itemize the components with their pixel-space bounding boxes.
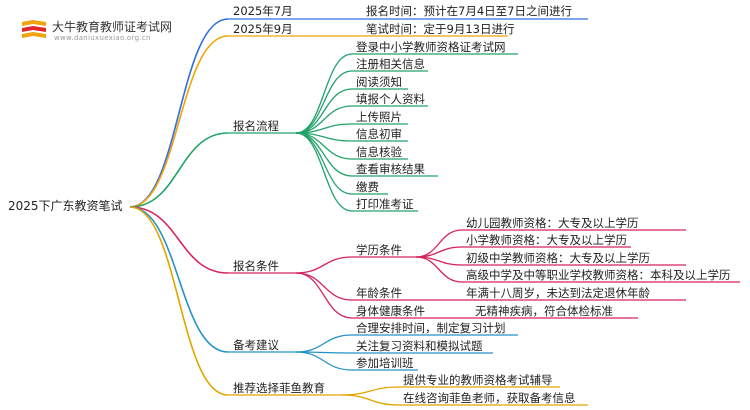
process-step: 打印准考证 bbox=[356, 197, 414, 211]
process-step: 信息核验 bbox=[356, 145, 402, 159]
logo-title: 大牛教育教师证考试网 bbox=[52, 20, 173, 34]
registration-detail: 报名时间：预计在7月4日至7日之间进行 bbox=[366, 4, 572, 18]
advice-item: 合理安排时间，制定复习计划 bbox=[356, 321, 506, 335]
book-stack-icon bbox=[22, 20, 46, 38]
connector-recommend-item bbox=[341, 386, 400, 396]
advice-item: 参加培训班 bbox=[356, 356, 414, 370]
connector-advice-item bbox=[295, 351, 353, 371]
connector-advice bbox=[129, 206, 229, 353]
connector-recommend bbox=[129, 206, 229, 396]
connector-process-step bbox=[295, 132, 353, 212]
process-step: 信息初审 bbox=[356, 127, 402, 141]
age-detail: 年满十八周岁，未达到法定退休年龄 bbox=[466, 286, 650, 300]
process-step: 查看审核结果 bbox=[356, 162, 425, 176]
connector-exam bbox=[129, 35, 229, 208]
connector-education-item bbox=[415, 229, 463, 258]
connector-conditions bbox=[129, 206, 229, 274]
health-detail: 无精神疾病，符合体检标准 bbox=[475, 304, 613, 318]
health-label: 身体健康条件 bbox=[356, 304, 425, 318]
process-step: 登录中小学教师资格证考试网 bbox=[356, 40, 506, 54]
process-step: 填报个人资料 bbox=[356, 92, 425, 106]
connector-recommend-item bbox=[341, 394, 400, 406]
advice-label: 备考建议 bbox=[233, 338, 279, 352]
connector-process-step bbox=[295, 70, 353, 134]
registration-date: 2025年7月 bbox=[233, 4, 293, 18]
process-step: 缴费 bbox=[356, 180, 379, 194]
exam-date: 2025年9月 bbox=[233, 22, 293, 36]
connector-process-step bbox=[295, 132, 353, 177]
connector-advice-item bbox=[295, 334, 353, 353]
connector-process-step bbox=[295, 88, 353, 134]
connector-registration bbox=[129, 18, 229, 208]
conditions-label: 报名条件 bbox=[233, 259, 279, 273]
connector-process bbox=[129, 132, 229, 208]
exam-detail: 笔试时间：定于9月13日进行 bbox=[366, 22, 515, 36]
recommend-item: 提供专业的教师资格考试辅导 bbox=[403, 373, 553, 387]
education-item: 初级中学教师资格：大专及以上学历 bbox=[466, 251, 650, 265]
education-item: 小学教师资格：大专及以上学历 bbox=[466, 233, 627, 247]
connector-health bbox=[295, 272, 353, 319]
advice-item: 关注复习资料和模拟试题 bbox=[356, 339, 483, 353]
process-step: 上传照片 bbox=[356, 110, 402, 124]
education-item: 高级中学及中等职业学校教师资格：本科及以上学历 bbox=[466, 268, 731, 282]
process-step: 阅读须知 bbox=[356, 75, 402, 89]
recommend-label: 推荐选择菲鱼教育 bbox=[233, 381, 325, 395]
process-label: 报名流程 bbox=[233, 119, 279, 133]
connector-education-item bbox=[415, 256, 463, 283]
connector-process-step bbox=[295, 53, 353, 134]
connector-education bbox=[295, 256, 353, 274]
age-label: 年龄条件 bbox=[356, 286, 402, 300]
logo-url: www.daniuxuexiao.org.cn bbox=[54, 34, 151, 42]
recommend-item: 在线咨询菲鱼老师，获取备考信息 bbox=[403, 391, 576, 405]
education-label: 学历条件 bbox=[356, 243, 402, 257]
connector-process-step bbox=[295, 132, 353, 195]
process-step: 注册相关信息 bbox=[356, 57, 425, 71]
education-item: 幼儿园教师资格：大专及以上学历 bbox=[466, 216, 639, 230]
root-topic: 2025下广东教资笔试 bbox=[8, 199, 123, 213]
